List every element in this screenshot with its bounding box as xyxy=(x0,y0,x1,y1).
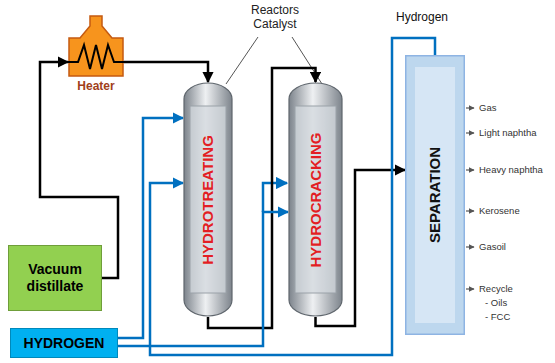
leader-line xyxy=(292,37,322,84)
product-label: Heavy naphtha xyxy=(479,164,543,176)
product-sublabel: - FCC xyxy=(485,311,510,323)
callout-label: Reactors Catalyst xyxy=(244,3,306,31)
product-arrow xyxy=(466,210,474,211)
supply-label: HYDROGEN xyxy=(24,335,105,352)
product-label: Gasoil xyxy=(479,241,506,253)
heater-furnace: Heater xyxy=(68,15,124,95)
feed-box: Vacuum distillate xyxy=(8,245,102,311)
column-inner xyxy=(415,67,455,323)
product-label: Recycle xyxy=(479,283,513,295)
reactor-label: HYDROCRACKING xyxy=(307,132,325,267)
vessel-shell xyxy=(184,83,232,316)
furnace-body xyxy=(69,16,123,76)
reactor-vessel: HYDROTREATING xyxy=(183,82,233,317)
catalyst-bed xyxy=(295,106,336,293)
reactor-vessel: HYDROCRACKING xyxy=(288,82,343,317)
column-shell xyxy=(406,56,465,335)
flow-line xyxy=(124,62,208,82)
product-label: Kerosene xyxy=(479,205,520,217)
hydrogen-supply-box: HYDROGEN xyxy=(10,328,118,358)
heater-coil xyxy=(68,45,124,69)
vessel-shell xyxy=(289,83,342,316)
leader-line xyxy=(226,37,258,84)
product-sublabel: - Oils xyxy=(485,297,507,309)
product-arrow xyxy=(466,288,474,289)
product-label: Gas xyxy=(479,102,496,114)
heater-label: Heater xyxy=(68,79,124,93)
feed-label: Vacuum distillate xyxy=(15,261,95,295)
product-arrow xyxy=(466,246,474,247)
product-arrow xyxy=(466,107,474,108)
heater-icon xyxy=(68,15,124,77)
product-arrow xyxy=(466,132,474,133)
separation-column: SEPARATION xyxy=(405,55,465,335)
catalyst-bed xyxy=(190,106,226,293)
hydrogen-branch xyxy=(263,183,287,212)
stream-label: Hydrogen xyxy=(396,10,448,24)
flow-line xyxy=(150,38,435,355)
column-label: SEPARATION xyxy=(426,147,444,243)
product-arrow xyxy=(466,169,474,170)
product-label: Light naphtha xyxy=(479,127,537,139)
reactor-label: HYDROTREATING xyxy=(199,135,217,265)
